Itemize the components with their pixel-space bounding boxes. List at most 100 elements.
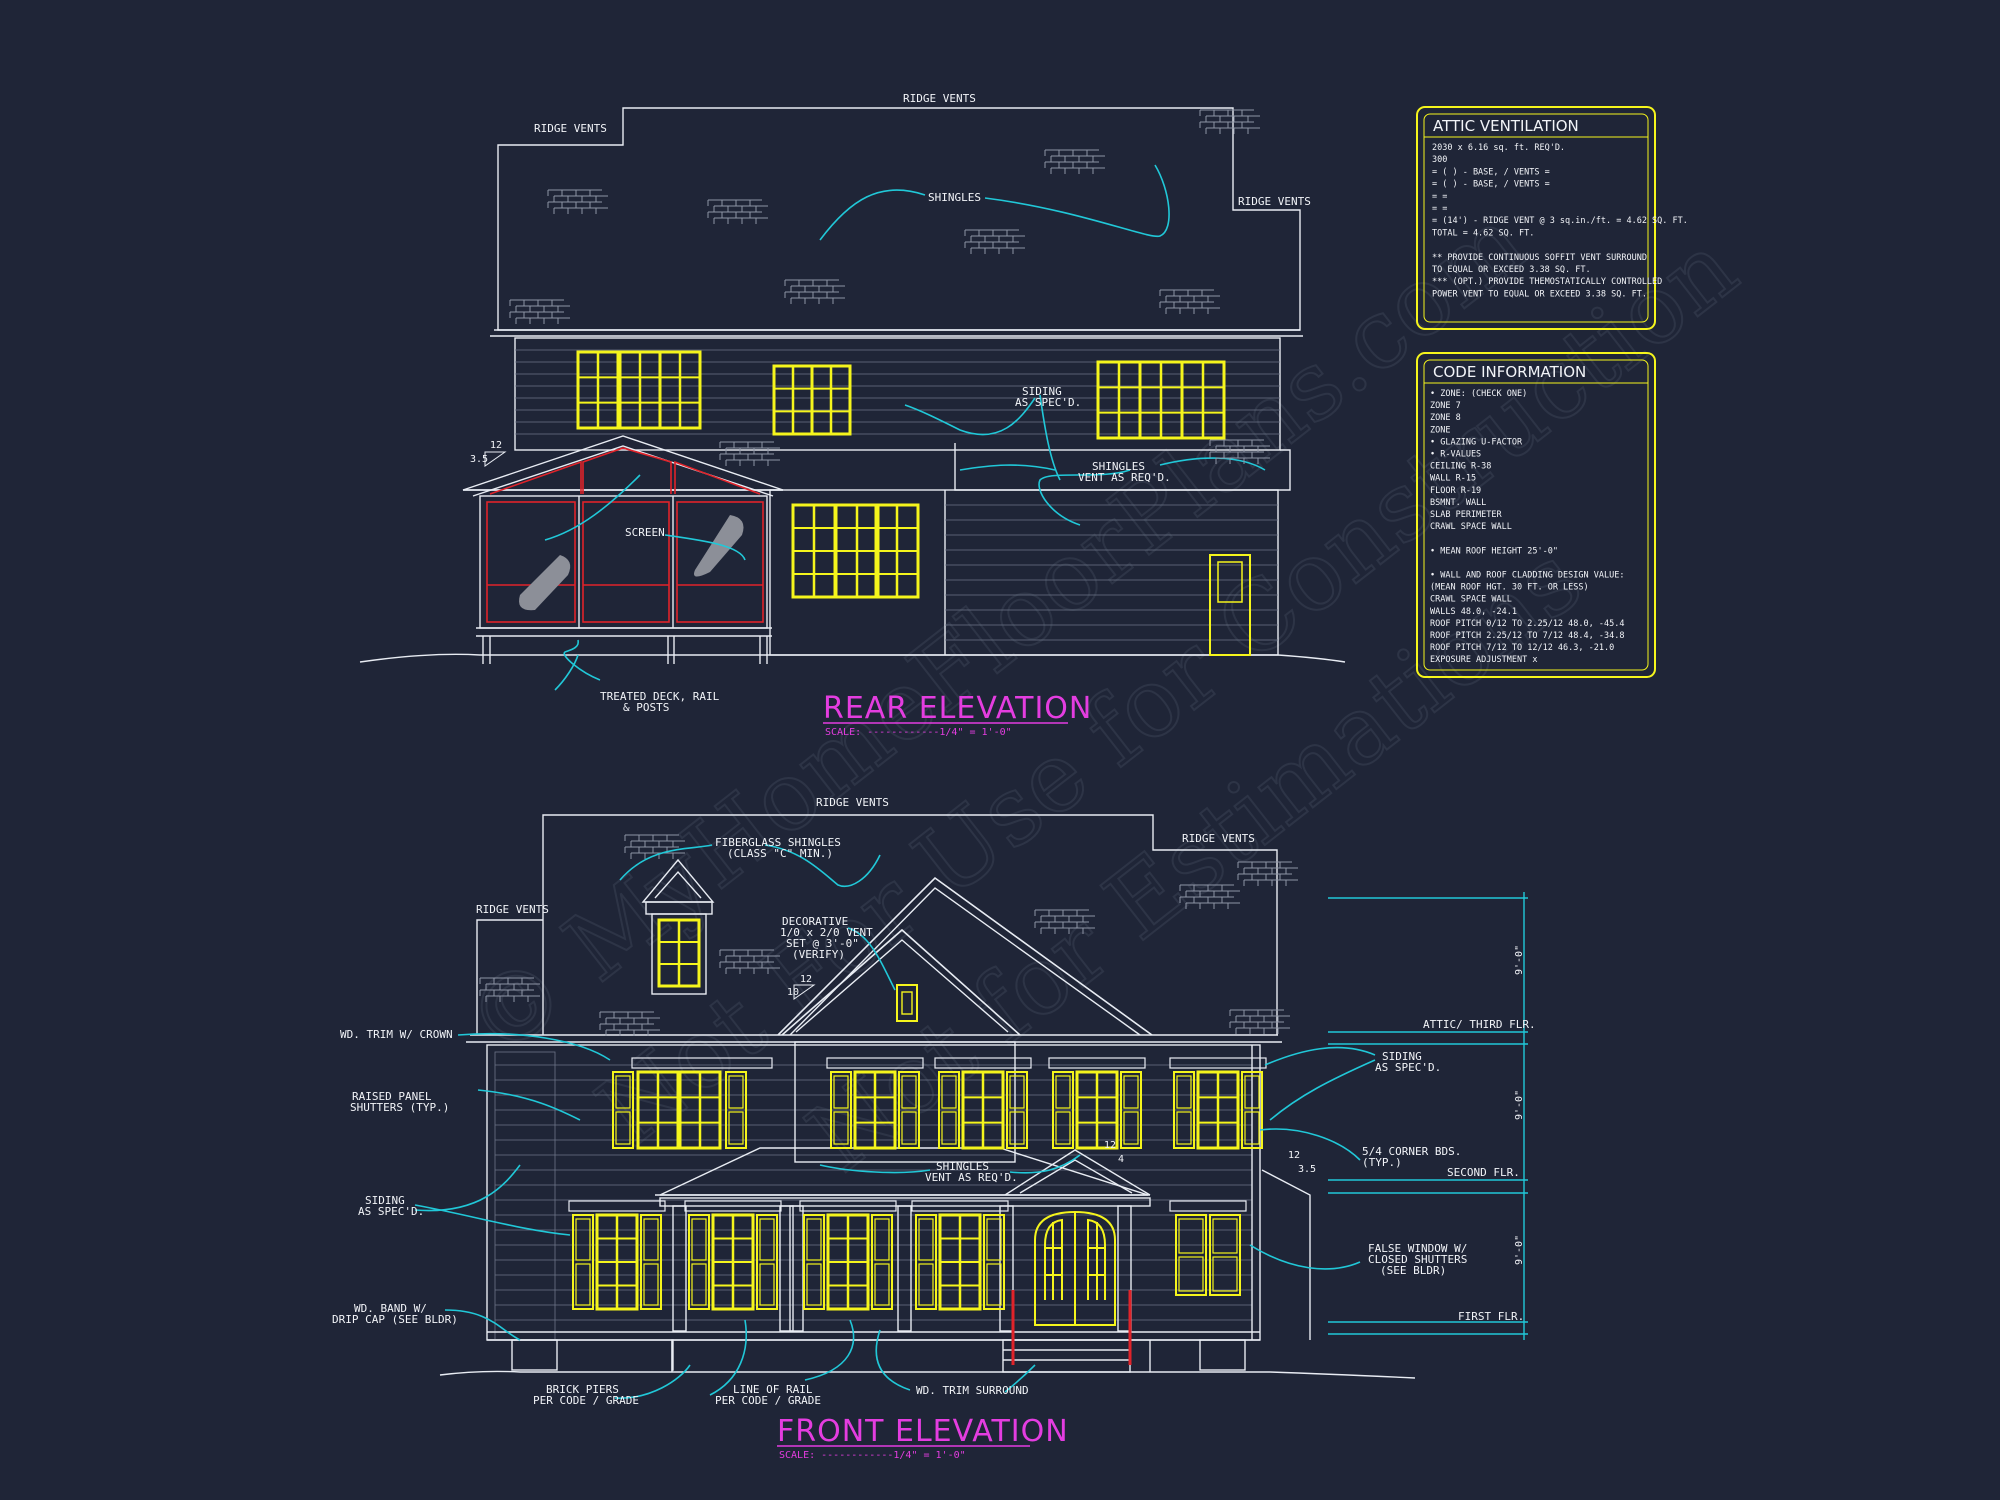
corner-boards-label-1: 5/4 CORNER BDS.: [1362, 1145, 1461, 1158]
shingle-patch: [707, 199, 768, 224]
rear-upper-siding: [515, 349, 1280, 435]
window-crown: [826, 1057, 924, 1069]
front-siding-right-label-2: AS SPEC'D.: [1375, 1061, 1441, 1074]
rear-siding-label-2: AS SPEC'D.: [1015, 396, 1081, 409]
trim-crown-label: WD. TRIM W/ CROWN: [340, 1028, 453, 1041]
code-line: WALL R-15: [1430, 474, 1476, 484]
shutter: [688, 1214, 710, 1310]
window-crown: [684, 1200, 782, 1212]
line-of-rail-label-1: LINE OF RAIL: [733, 1383, 813, 1396]
decorative-vent-label-4: (VERIFY): [792, 948, 845, 961]
first-floor-label: FIRST FLR.: [1458, 1310, 1524, 1323]
front-ridge-vents-left-label: RIDGE VENTS: [476, 903, 549, 916]
window-crown: [631, 1057, 773, 1069]
shingle-patch: [1159, 289, 1220, 314]
shutter: [915, 1214, 937, 1310]
rear-upper-left-window: [576, 350, 620, 430]
window-crown: [1048, 1057, 1146, 1069]
watermark-line-2: Not For Use for Construction: [578, 213, 1757, 1168]
attic-line: = ( ) - BASE, / VENTS =: [1432, 167, 1550, 177]
dimension-middle: 9'-0": [1514, 1090, 1525, 1120]
code-line: • WALL AND ROOF CLADDING DESIGN VALUE:: [1430, 571, 1624, 581]
side-pitch-run: 3.5: [1298, 1164, 1316, 1175]
front-window: [595, 1213, 639, 1311]
rear-upper-right-window: [1180, 360, 1226, 440]
line-of-rail-label-2: PER CODE / GRADE: [715, 1394, 821, 1407]
wood-band-label-1: WD. BAND W/: [354, 1302, 427, 1315]
rear-screen-label: SCREEN: [625, 526, 665, 539]
shutter: [1006, 1071, 1028, 1149]
shutter: [612, 1071, 634, 1149]
side-pitch-rise: 12: [1288, 1150, 1300, 1161]
shingle-patch: [719, 441, 780, 466]
shutter: [756, 1214, 778, 1310]
attic-line: *** (OPT.) PROVIDE THEMOSTATICALLY CONTR…: [1432, 277, 1662, 287]
code-line: BSMNT. WALL: [1430, 498, 1486, 508]
code-line: ZONE 8: [1430, 413, 1461, 423]
front-shingles-vent-label-1: SHINGLES: [936, 1160, 989, 1173]
attic-ventilation-title: ATTIC VENTILATION: [1433, 117, 1579, 135]
attic-line: TOTAL = 4.62 SQ. FT.: [1432, 228, 1534, 238]
floor-level-markers: [1328, 892, 1528, 1340]
front-ridge-vents-right-label: RIDGE VENTS: [1182, 832, 1255, 845]
front-siding-left-label-2: AS SPEC'D.: [358, 1205, 424, 1218]
shutter: [898, 1071, 920, 1149]
rear-upper-center-window: [772, 364, 814, 436]
code-information-title: CODE INFORMATION: [1433, 363, 1586, 381]
front-window: [678, 1070, 722, 1150]
rear-elevation-title: REAR ELEVATION: [823, 691, 1092, 726]
code-line: • ZONE: (CHECK ONE): [1430, 389, 1527, 399]
code-line: ROOF PITCH 2.25/12 TO 7/12 48.4, -34.8: [1430, 631, 1624, 641]
code-line: ROOF PITCH 0/12 TO 2.25/12 48.0, -45.4: [1430, 619, 1624, 629]
dimension-bottom: 9'-0": [1514, 1235, 1525, 1265]
rear-lower-window: [791, 503, 837, 599]
shutter: [1173, 1071, 1195, 1149]
shingle-patch: [547, 189, 608, 214]
false-window-label-3: (SEE BLDR): [1380, 1264, 1446, 1277]
decorative-vent: [896, 984, 918, 1022]
shingle-patch: [1229, 1009, 1290, 1034]
raised-panel-label-1: RAISED PANEL: [352, 1090, 432, 1103]
false-window-label-2: CLOSED SHUTTERS: [1368, 1253, 1467, 1266]
rear-labels: RIDGE VENTS RIDGE VENTS RIDGE VENTS SHIN…: [470, 92, 1311, 738]
code-line: ZONE: [1430, 425, 1450, 435]
brick-piers-label-1: BRICK PIERS: [546, 1383, 619, 1396]
shutter: [803, 1214, 825, 1310]
front-elevation-scale: SCALE: ------------1/4" = 1'-0": [779, 1450, 966, 1461]
attic-line: ** PROVIDE CONTINUOUS SOFFIT VENT SURROU…: [1432, 253, 1647, 263]
window-crown: [1169, 1057, 1267, 1069]
window-crown: [799, 1200, 897, 1212]
rear-pitch-rise: 12: [490, 440, 502, 451]
front-leaders: [414, 844, 1376, 1399]
rear-ridge-vents-left-label: RIDGE VENTS: [534, 122, 607, 135]
front-siding: [495, 1064, 1252, 1321]
attic-line: 2030 x 6.16 sq. ft. REQ'D.: [1432, 143, 1565, 153]
rear-porch-shadow-left: [519, 555, 571, 611]
shutter: [640, 1214, 662, 1310]
front-door-rails: [1011, 1290, 1132, 1365]
raised-panel-label-2: SHUTTERS (TYP.): [350, 1101, 449, 1114]
porch-pitch-rise: 12: [1104, 1140, 1116, 1151]
attic-line: = =: [1432, 204, 1447, 214]
front-window: [938, 1213, 982, 1311]
rear-lower-window: [834, 503, 880, 599]
front-ridge-vents-top-label: RIDGE VENTS: [816, 796, 889, 809]
attic-ventilation-lines: 2030 x 6.16 sq. ft. REQ'D.300= ( ) - BAS…: [1432, 143, 1688, 299]
window-crown: [934, 1057, 1032, 1069]
code-line: FLOOR R-19: [1430, 486, 1481, 496]
shingle-patch: [964, 229, 1025, 254]
attic-floor-label: ATTIC/ THIRD FLR.: [1423, 1018, 1536, 1031]
front-window: [711, 1213, 755, 1311]
code-line: • R-VALUES: [1430, 450, 1481, 460]
corner-boards-label-2: (TYP.): [1362, 1156, 1402, 1169]
code-line: EXPOSURE ADJUSTMENT x: [1430, 655, 1537, 665]
rear-shingle-texture: [509, 109, 1270, 466]
fiberglass-shingles-label-2: (CLASS "C" MIN.): [727, 847, 833, 860]
attic-line: = (14') - RIDGE VENT @ 3 sq.in./ft. = 4.…: [1432, 216, 1688, 226]
main-pitch-run: 10: [787, 987, 799, 998]
code-line: WALLS 48.0, -24.1: [1430, 607, 1517, 617]
front-door[interactable]: [1034, 1210, 1116, 1326]
front-window: [1196, 1070, 1240, 1150]
rear-elevation: [359, 107, 1346, 664]
